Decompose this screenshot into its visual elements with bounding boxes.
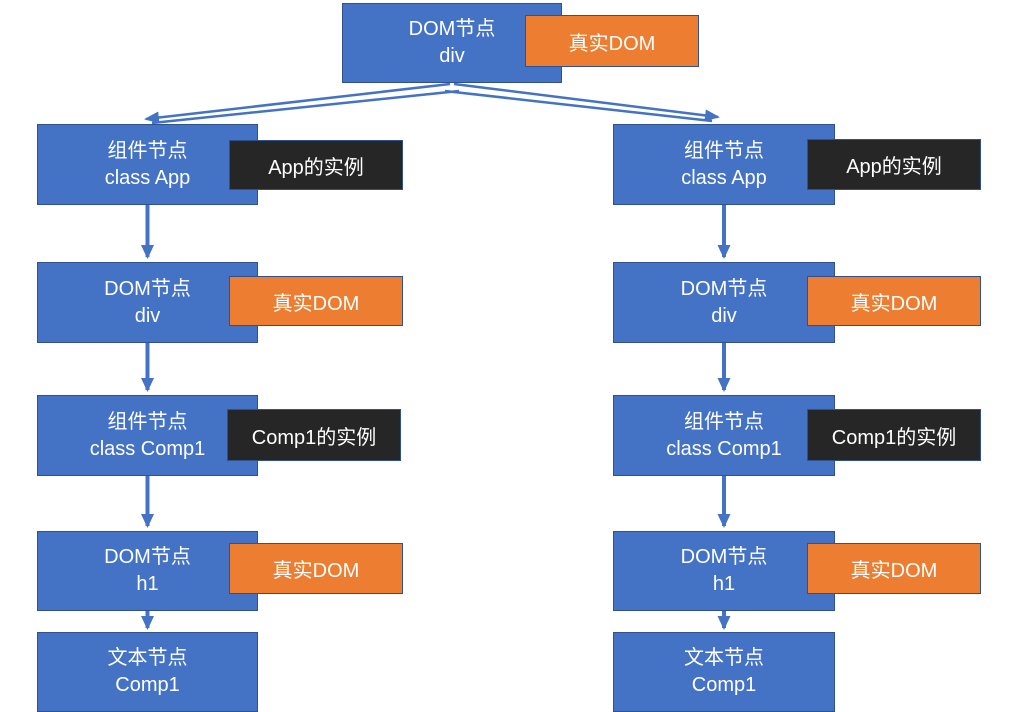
badge-label: App的实例 <box>268 156 364 179</box>
node-left-component-comp1: 组件节点 class Comp1 <box>37 395 258 476</box>
node-label-line2: class Comp1 <box>89 437 206 460</box>
node-label-line1: DOM节点 <box>408 18 496 40</box>
node-label-line1: 组件节点 <box>107 139 188 162</box>
node-label-line1: 组件节点 <box>684 410 764 433</box>
node-right-component-comp1: 组件节点 class Comp1 <box>613 395 835 476</box>
node-left-dom-h1: DOM节点 h1 <box>37 531 258 611</box>
node-label-line1: 文本节点 <box>107 647 188 669</box>
node-right-text-comp1: 文本节点 Comp1 <box>613 632 835 712</box>
node-label-line2: div <box>711 304 737 327</box>
badge-left-comp1-instance: Comp1的实例 <box>227 409 401 461</box>
badge-left-real-dom-2: 真实DOM <box>229 543 403 594</box>
node-label-line2: div <box>134 304 161 327</box>
badge-label: Comp1的实例 <box>251 426 377 449</box>
node-label-line1: DOM节点 <box>104 546 191 568</box>
branch-arrow-left <box>144 82 460 125</box>
node-label-line2: class App <box>681 166 767 189</box>
node-label-line1: DOM节点 <box>680 277 768 300</box>
node-label-line2: class App <box>104 166 191 189</box>
node-label-line1: 组件节点 <box>684 139 764 162</box>
node-left-dom-div: DOM节点 div <box>37 262 258 343</box>
node-right-dom-div: DOM节点 div <box>613 262 835 343</box>
node-right-component-app: 组件节点 class App <box>613 124 835 205</box>
node-left-component-app: 组件节点 class App <box>37 124 258 205</box>
node-root-dom-div: DOM节点 div <box>342 3 562 83</box>
node-label-line1: DOM节点 <box>104 277 191 300</box>
node-label-line1: DOM节点 <box>680 546 768 568</box>
badge-label: 真实DOM <box>850 292 938 315</box>
node-label-line2: h1 <box>712 573 736 595</box>
node-label-line2: h1 <box>136 573 159 595</box>
node-label-line2: div <box>439 45 465 67</box>
badge-right-real-dom-2: 真实DOM <box>807 543 981 594</box>
node-label-line2: Comp1 <box>691 674 757 696</box>
badge-right-real-dom-1: 真实DOM <box>807 276 981 326</box>
node-label-line1: 组件节点 <box>107 410 188 433</box>
branch-arrow-right <box>444 82 720 123</box>
badge-left-app-instance: App的实例 <box>229 140 403 190</box>
node-label-line2: Comp1 <box>115 674 180 696</box>
node-label-line1: 文本节点 <box>684 647 764 669</box>
badge-left-real-dom-1: 真实DOM <box>229 276 403 326</box>
badge-label: Comp1的实例 <box>831 426 957 449</box>
badge-label: 真实DOM <box>272 560 360 582</box>
badge-right-app-instance: App的实例 <box>807 139 981 190</box>
node-right-dom-h1: DOM节点 h1 <box>613 531 835 611</box>
node-left-text-comp1: 文本节点 Comp1 <box>37 632 258 712</box>
badge-label: 真实DOM <box>568 32 656 55</box>
badge-label: 真实DOM <box>272 292 360 315</box>
badge-right-comp1-instance: Comp1的实例 <box>807 409 981 461</box>
node-label-line2: class Comp1 <box>666 437 782 460</box>
badge-root-real-dom: 真实DOM <box>525 15 699 67</box>
badge-label: 真实DOM <box>850 560 938 582</box>
badge-label: App的实例 <box>846 156 942 178</box>
